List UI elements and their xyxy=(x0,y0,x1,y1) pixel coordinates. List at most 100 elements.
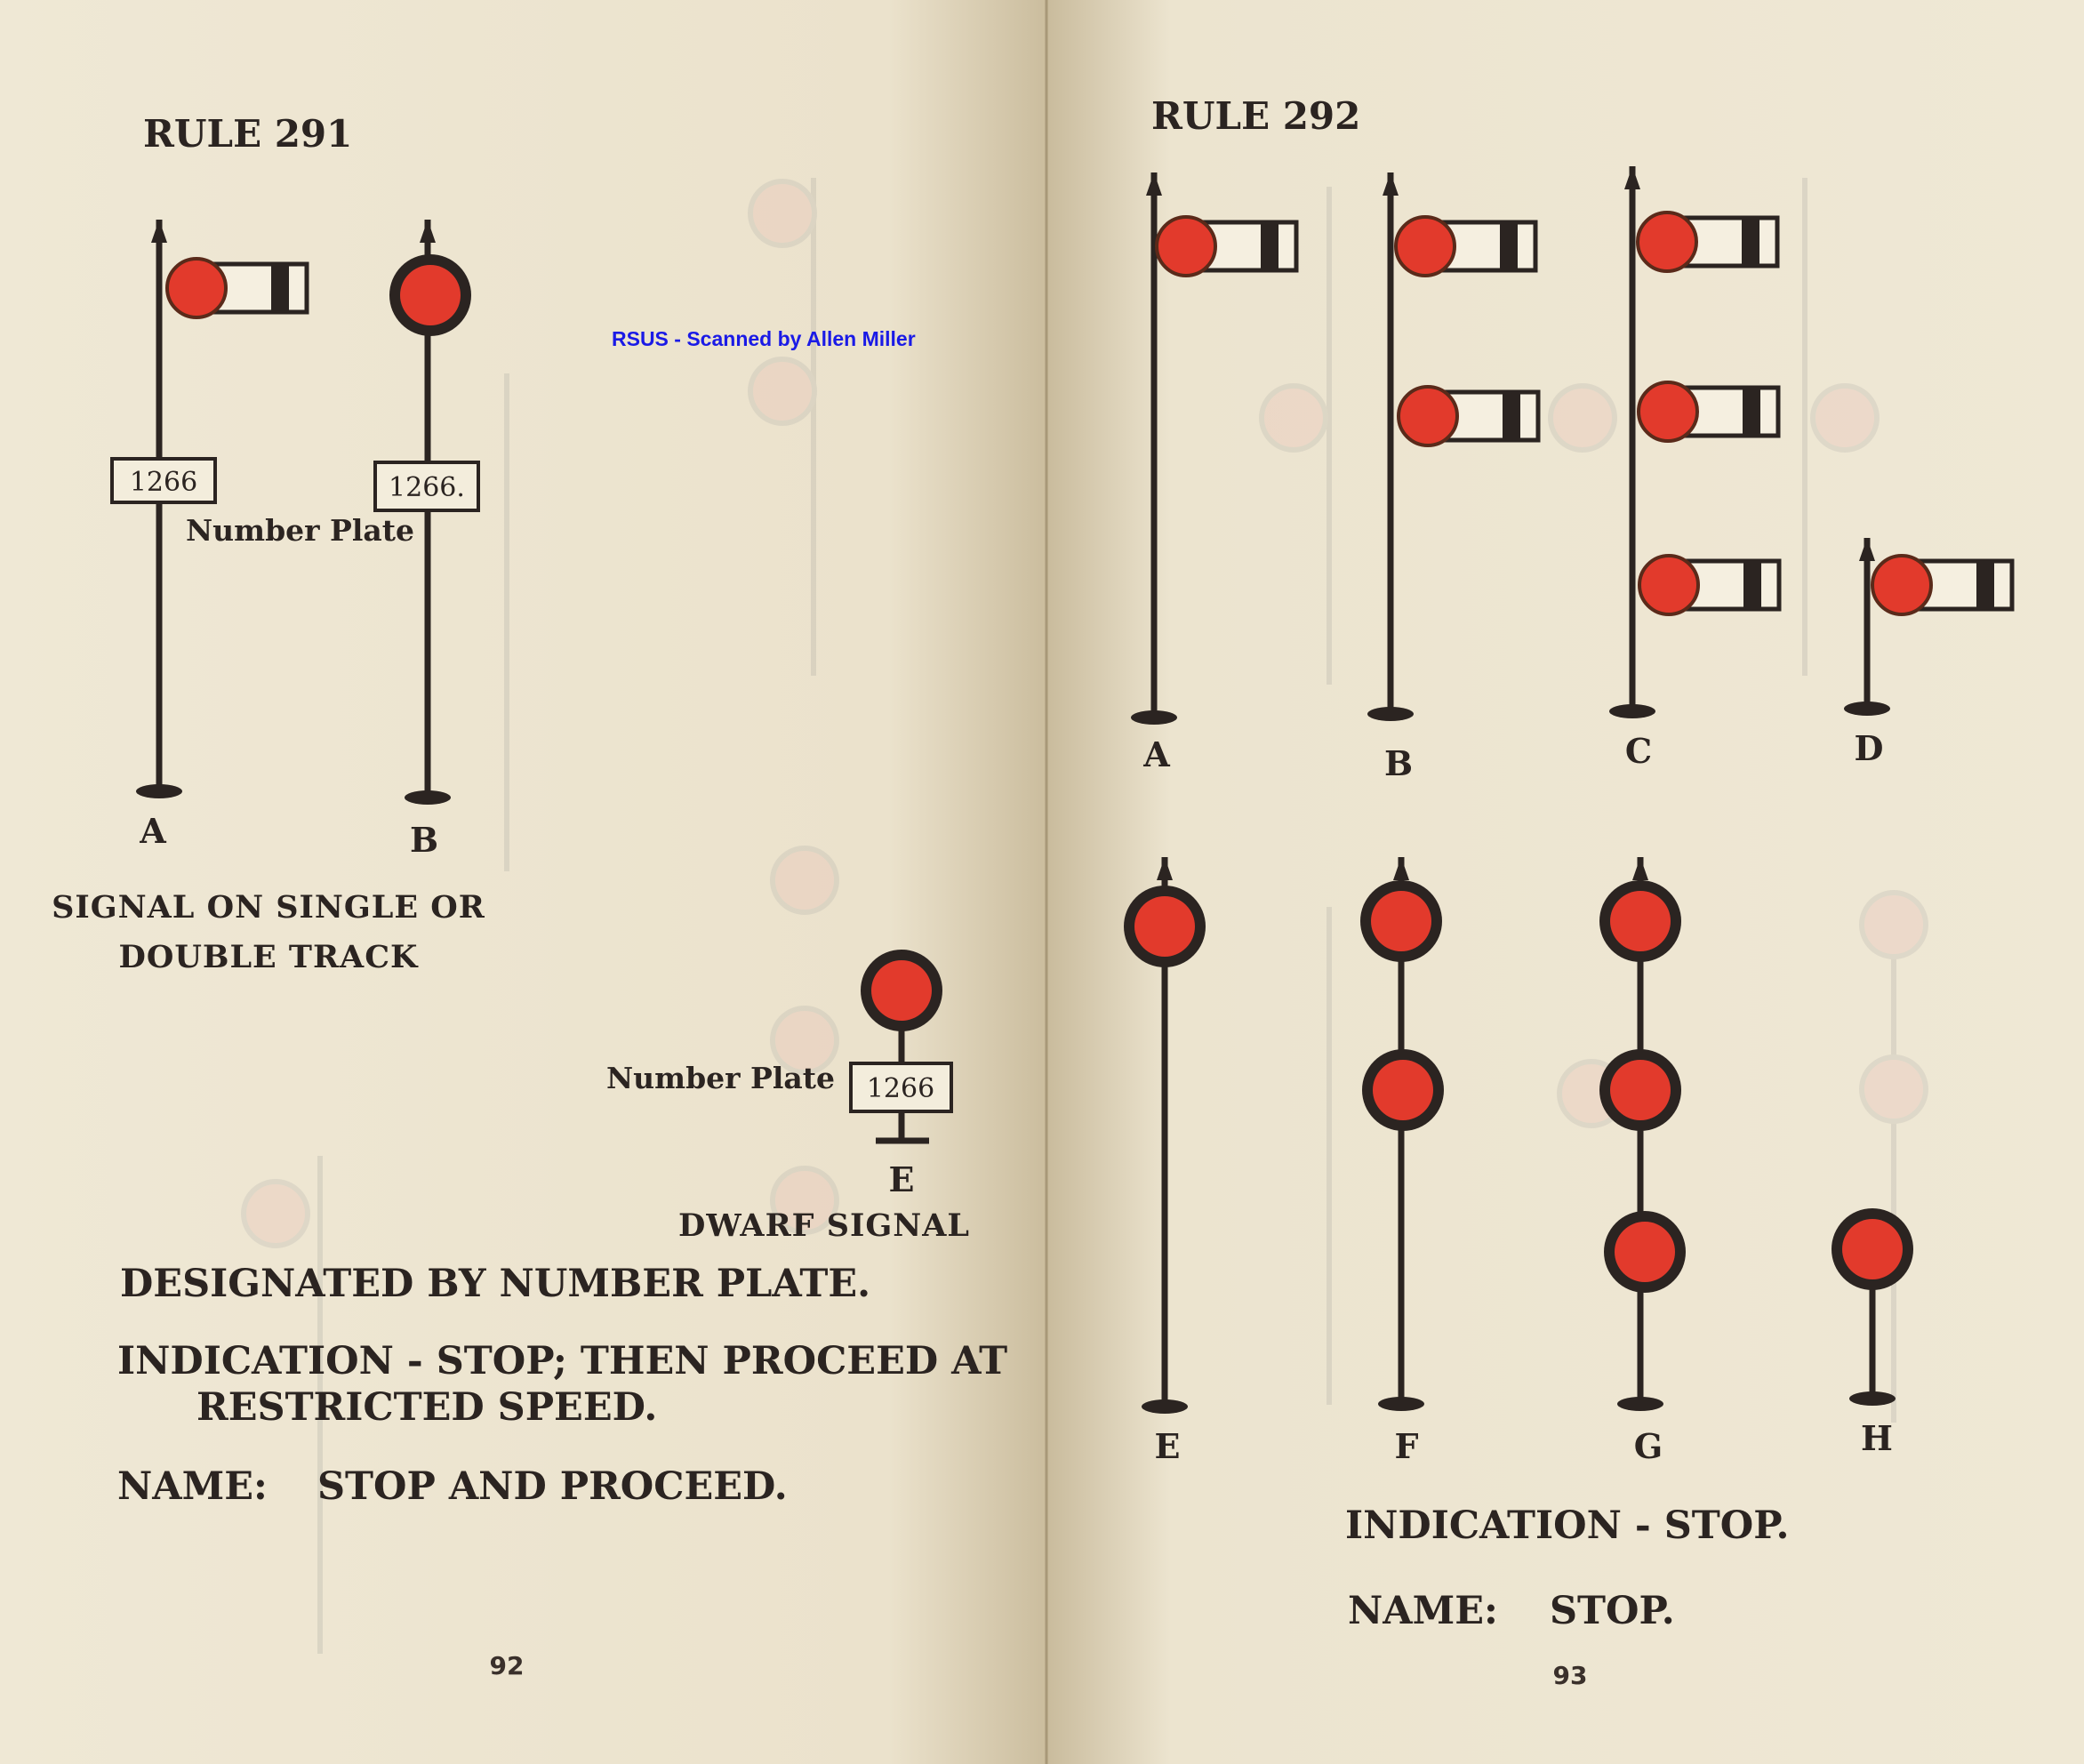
r292-signal-d-arrow-icon xyxy=(1859,538,1875,561)
signal-label-e-292: E xyxy=(1155,1426,1181,1466)
r292-signal-b-upper-red-light xyxy=(1394,215,1456,277)
scan-watermark: RSUS - Scanned by Allen Miller xyxy=(612,327,916,350)
r292-signal-c-bottom-red-light xyxy=(1638,554,1700,616)
signal-label-d-292: D xyxy=(1855,728,1884,768)
r291-signal-a-blade xyxy=(212,261,309,315)
r292-signal-a-base xyxy=(1131,710,1177,725)
signal-label-f-292: F xyxy=(1395,1426,1419,1466)
r292-signal-b-arrow-icon xyxy=(1383,172,1399,196)
dwarf-number-plate-label: Number Plate xyxy=(606,1061,835,1095)
r292-signal-c-base xyxy=(1609,704,1655,718)
r292-signal-a-red-light xyxy=(1155,215,1217,277)
indication-line-1: INDICATION - STOP; THEN PROCEED AT xyxy=(117,1339,1007,1383)
r292-signal-b-upper-blade xyxy=(1440,220,1538,273)
r291-signal-a-arrow-icon xyxy=(151,220,167,243)
signal-label-a-292: A xyxy=(1142,734,1170,774)
r292-signal-b-upper-blade-stripe xyxy=(1500,222,1518,270)
dwarf-signal-red-light xyxy=(871,960,932,1021)
r292-signal-c-arrow-icon xyxy=(1624,166,1640,189)
ghost-light-2 xyxy=(1259,383,1328,453)
caption-line-2: DOUBLE TRACK xyxy=(119,939,420,975)
ghost-light-0 xyxy=(748,179,817,248)
r292-signal-b-lower-blade-stripe xyxy=(1503,392,1520,440)
r292-signal-c-bottom-blade-stripe xyxy=(1743,561,1761,609)
r292-signal-g-top-red-light xyxy=(1610,891,1671,951)
r292-signal-c-top-red-light xyxy=(1636,211,1698,273)
r292-signal-g-base xyxy=(1617,1397,1663,1411)
signal-label-c-292: C xyxy=(1625,731,1652,771)
r291-signal-a-red-light xyxy=(165,257,228,319)
page-number-93: 93 xyxy=(1553,1661,1588,1690)
r292-signal-e-red-light xyxy=(1134,896,1195,957)
r292-signal-f-base xyxy=(1378,1397,1424,1411)
ghost-light-9 xyxy=(1859,890,1928,959)
svg-text:1266: 1266 xyxy=(867,1073,934,1104)
ghost-light-5 xyxy=(770,846,839,915)
dwarf-signal-title: DWARF SIGNAL xyxy=(678,1207,970,1244)
r292-signal-a-blade xyxy=(1201,220,1299,273)
r292-signal-b-lower-blade xyxy=(1443,389,1541,443)
ghost-light-1 xyxy=(748,357,817,426)
signal-label-b-292: B xyxy=(1384,743,1413,783)
r291-signal-a-base xyxy=(136,784,182,798)
r292-signal-d-base xyxy=(1844,702,1890,716)
r292-signal-f-arrow-icon xyxy=(1393,857,1409,880)
signal-drawings xyxy=(136,166,2015,1414)
ghost-light-3 xyxy=(1548,383,1617,453)
r292-signal-a-blade-stripe xyxy=(1261,222,1278,270)
r292-signal-e-base xyxy=(1142,1399,1188,1414)
r292-signal-a-arrow-icon xyxy=(1146,172,1162,196)
number-plate-b: 1266. xyxy=(373,461,480,512)
page-number-92: 92 xyxy=(490,1651,525,1680)
indication-line-2: RESTRICTED SPEED. xyxy=(196,1385,657,1430)
number-plate-a: 1266 xyxy=(110,457,217,504)
designated-text: DESIGNATED BY NUMBER PLATE. xyxy=(120,1262,870,1306)
r292-signal-c-middle-blade-stripe xyxy=(1743,388,1760,436)
r292-signal-g-middle-red-light xyxy=(1610,1060,1671,1120)
name-label-292: NAME: xyxy=(1348,1589,1498,1633)
name-value-292: STOP. xyxy=(1550,1589,1675,1633)
r292-signal-h-base xyxy=(1849,1391,1896,1406)
r291-signal-b-arrow-icon xyxy=(420,220,436,243)
ghost-light-7 xyxy=(770,1166,839,1235)
r291-signal-a-blade-stripe xyxy=(271,264,289,312)
ghost-light-8 xyxy=(241,1179,310,1248)
r292-signal-g-bottom-red-light xyxy=(1615,1222,1675,1282)
name-value: STOP AND PROCEED. xyxy=(317,1464,788,1509)
ghost-light-10 xyxy=(1859,1054,1928,1124)
signal-label-a: A xyxy=(139,811,166,851)
rule-292-title: RULE 292 xyxy=(1151,94,1360,138)
r292-signal-c-top-blade xyxy=(1682,215,1780,269)
r292-signal-d-blade-stripe xyxy=(1976,561,1994,609)
r292-signal-c-bottom-blade xyxy=(1684,558,1782,612)
caption-line-1: SIGNAL ON SINGLE OR xyxy=(52,889,485,926)
svg-text:1266.: 1266. xyxy=(389,472,465,503)
rule-291-title: RULE 291 xyxy=(143,112,352,156)
r292-signal-b-lower-red-light xyxy=(1397,385,1459,447)
r292-signal-d-red-light xyxy=(1871,554,1933,616)
r292-signal-h-red-light xyxy=(1842,1219,1903,1279)
svg-text:1266: 1266 xyxy=(130,467,197,498)
ghost-light-6 xyxy=(770,1006,839,1075)
signal-label-g-292: G xyxy=(1634,1426,1663,1466)
r292-signal-c-top-blade-stripe xyxy=(1742,218,1759,266)
indication-text-292: INDICATION - STOP. xyxy=(1345,1503,1789,1548)
r291-signal-b-base xyxy=(405,790,451,805)
r292-signal-c-middle-blade xyxy=(1683,385,1781,438)
r291-signal-b-red-light xyxy=(400,265,461,325)
r292-signal-e-arrow-icon xyxy=(1157,857,1173,880)
dwarf-number-plate: 1266 xyxy=(849,1062,953,1113)
bleed-through-ghost xyxy=(241,178,1928,1654)
right-page xyxy=(1046,0,2084,1764)
r292-signal-g-arrow-icon xyxy=(1632,857,1648,880)
r292-signal-c-middle-red-light xyxy=(1637,381,1699,443)
r292-signal-b-base xyxy=(1367,707,1414,721)
r292-signal-d-blade xyxy=(1917,558,2015,612)
name-label: NAME: xyxy=(117,1464,268,1509)
ghost-light-4 xyxy=(1810,383,1880,453)
signal-label-b: B xyxy=(410,820,438,860)
number-plate-label: Number Plate xyxy=(186,513,414,548)
r292-signal-f-upper-red-light xyxy=(1371,891,1431,951)
r292-signal-f-lower-red-light xyxy=(1373,1060,1433,1120)
